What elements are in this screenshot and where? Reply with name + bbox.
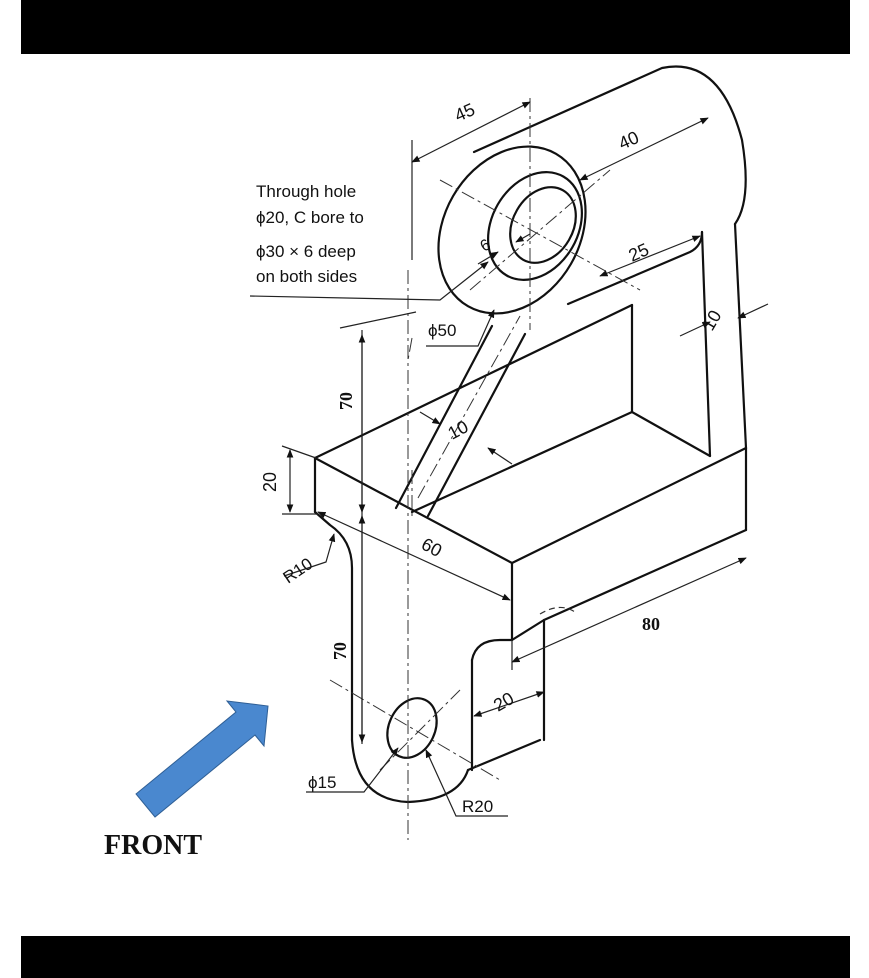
dim-80: 80 — [642, 614, 660, 634]
dim-40: 40 — [615, 127, 641, 153]
note-line-2: ϕ20, C bore to — [256, 208, 364, 227]
dim-phi15: ϕ15 — [308, 773, 336, 792]
dim-70-upper: 70 — [336, 392, 356, 410]
dimension-lines — [249, 101, 769, 817]
dim-20-lower: 20 — [490, 688, 517, 715]
through-hole — [509, 186, 577, 264]
note-line-1: Through hole — [256, 182, 356, 201]
dim-10-rib: 10 — [444, 416, 471, 443]
dim-r10: R10 — [280, 554, 316, 587]
lower-arm-bottom-edge — [466, 738, 542, 772]
dim-10-side: 10 — [698, 307, 725, 334]
dim-60: 60 — [418, 534, 445, 561]
rib-edge-left — [394, 324, 494, 510]
web-inner-base — [630, 410, 712, 458]
base-top-back-edge — [313, 303, 634, 460]
dim-r20: R20 — [462, 797, 493, 816]
front-arrow-icon — [135, 700, 269, 818]
boss-top-edge — [472, 65, 747, 226]
dim-6: 6 — [478, 236, 494, 255]
rib-edge-right — [426, 332, 527, 518]
dim-phi50: ϕ50 — [428, 321, 456, 340]
note-line-3: ϕ30 × 6 deep — [256, 242, 356, 261]
dim-45: 45 — [451, 99, 477, 125]
front-label: FRONT — [104, 830, 202, 861]
centre-lines — [329, 98, 641, 840]
lower-arm-round-end — [350, 738, 470, 804]
bottom-black-bar — [21, 936, 850, 978]
boss-front-face — [437, 145, 587, 315]
lower-arm-left-edge — [313, 510, 354, 742]
counterbore-outer — [487, 171, 583, 281]
dim-25: 25 — [625, 239, 651, 265]
base-top-inner-edge — [410, 410, 634, 514]
lower-arm-top-curve — [470, 638, 514, 662]
base-top-right-edge — [510, 446, 748, 565]
web-right-edge — [733, 222, 748, 450]
dim-20-left: 20 — [260, 472, 280, 492]
note-line-4: on both sides — [256, 267, 357, 286]
web-left-edge — [700, 230, 712, 458]
hole-note: Through hole ϕ20, C bore to ϕ30 × 6 deep… — [256, 182, 369, 286]
lower-hole — [386, 697, 438, 759]
dim-70-lower: 70 — [330, 642, 350, 660]
top-black-bar — [21, 0, 850, 54]
